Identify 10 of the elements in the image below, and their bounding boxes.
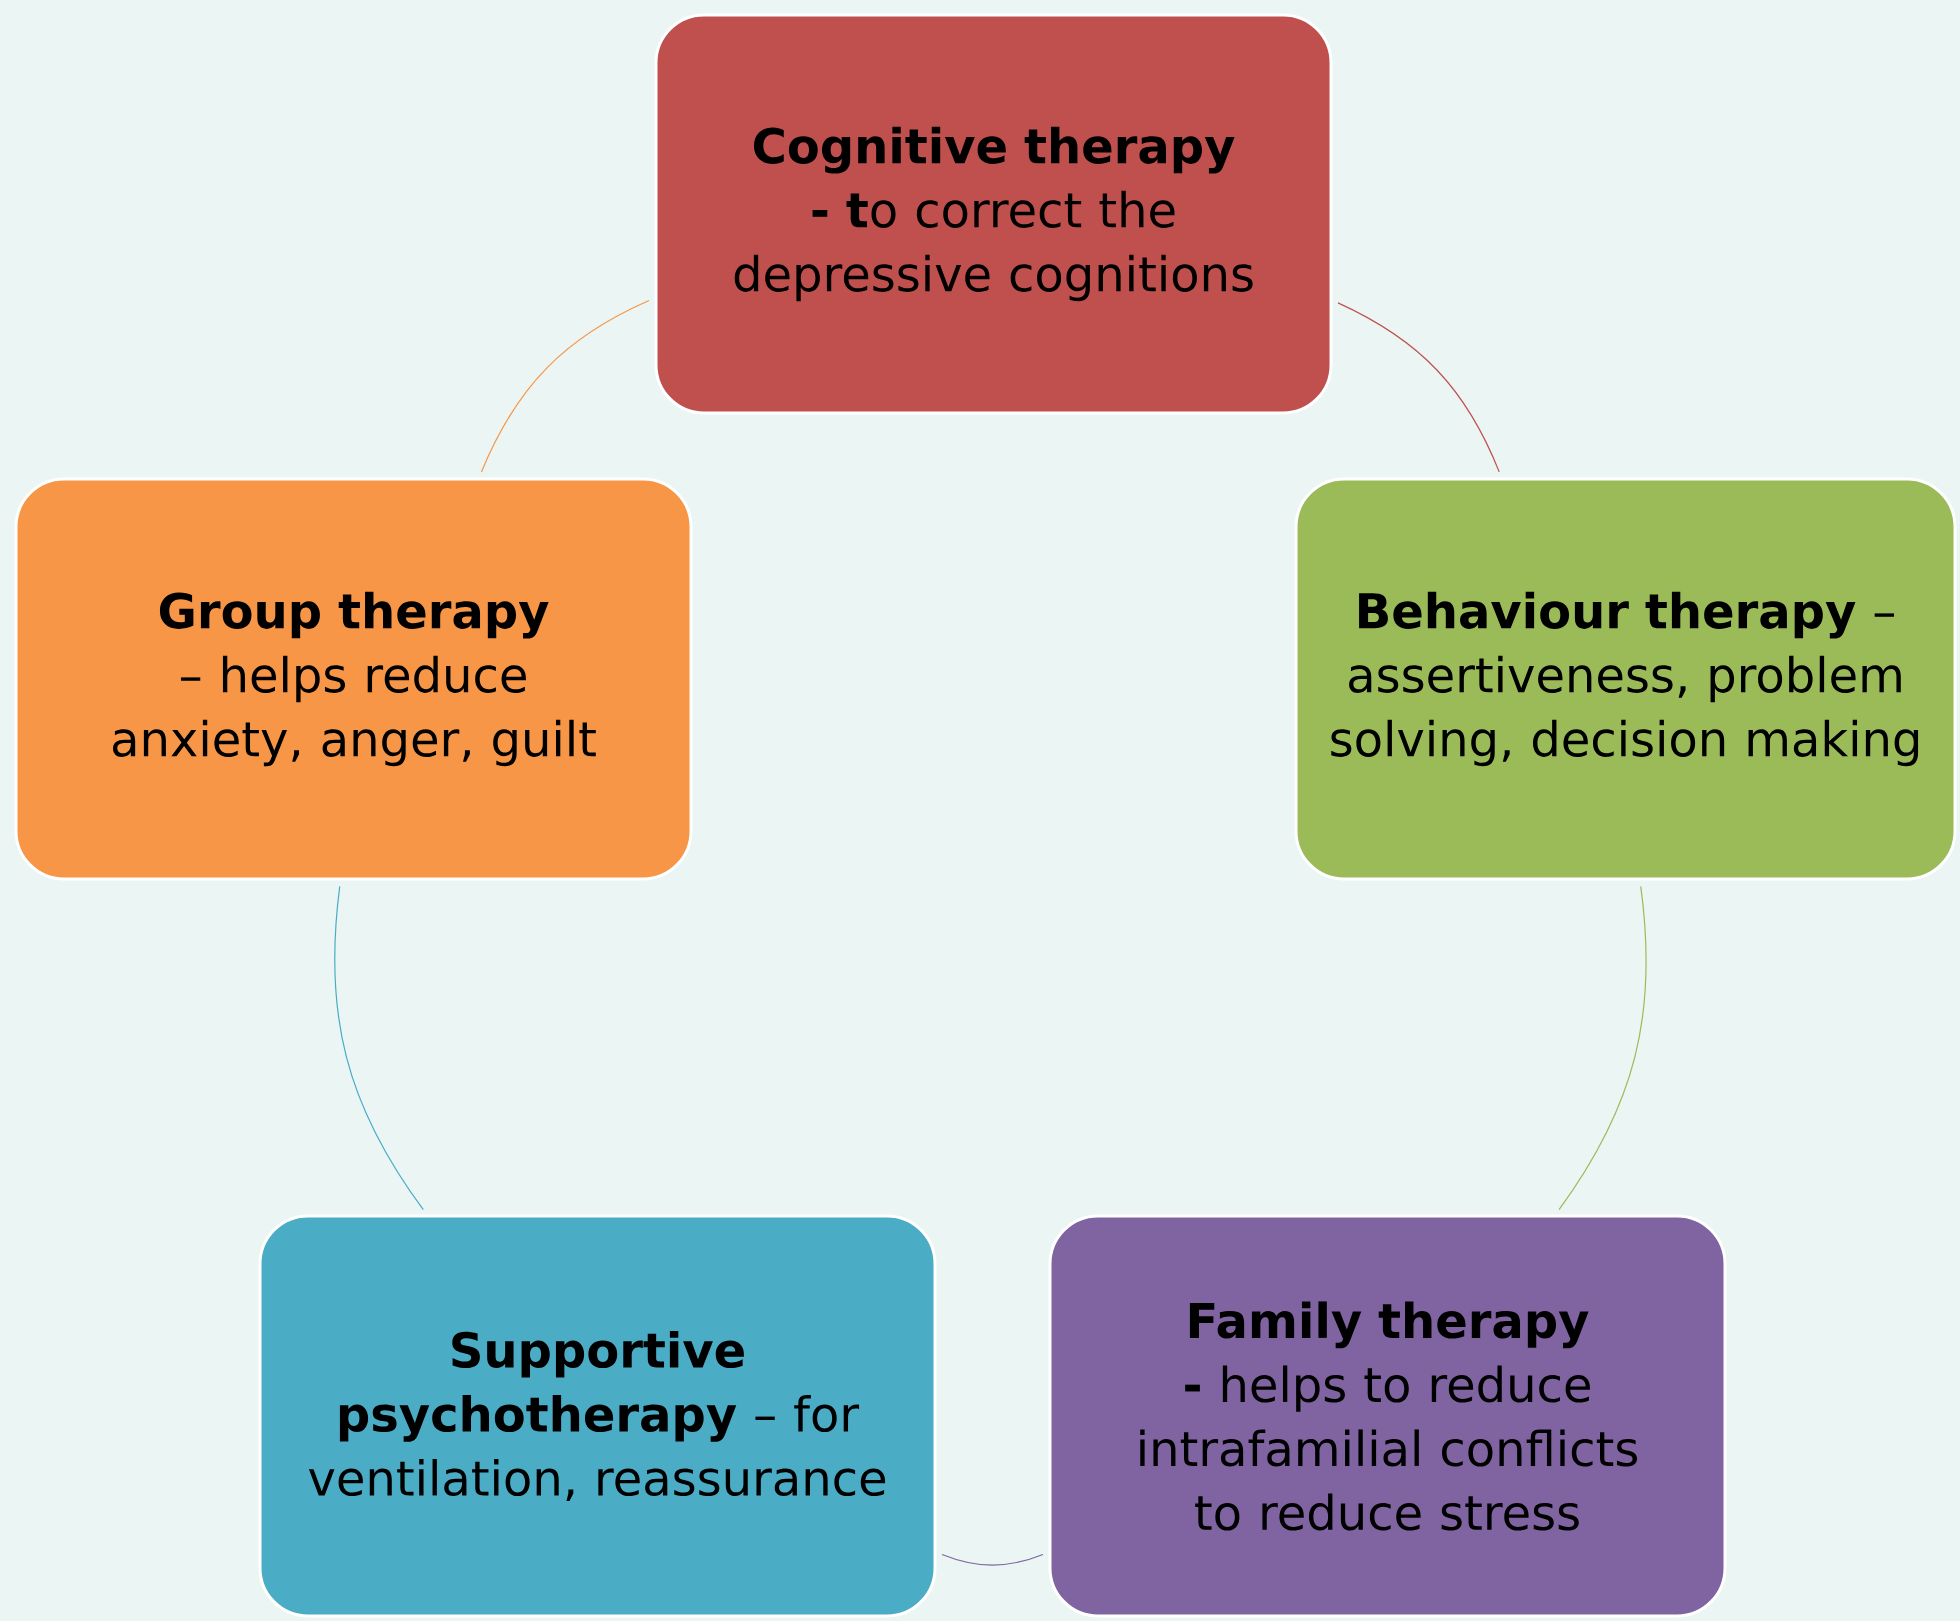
connector-arc	[941, 1553, 1044, 1566]
therapy-box: Behaviour therapy – assertiveness, problem solving, decision making	[1294, 477, 1957, 881]
therapy-box: Supportive psychotherapy – for ventilation, reassurance	[258, 1214, 937, 1618]
connector-arc	[1337, 302, 1500, 473]
therapy-box: Family therapy - helps to reduce intrafamilial conflicts to reduce stress	[1048, 1214, 1727, 1618]
therapy-box: Cognitive therapy - to correct the depressive cognitions	[654, 13, 1333, 415]
therapy-box: Group therapy – helps reduce anxiety, anger, guilt	[14, 477, 693, 881]
connector-arc	[1558, 885, 1647, 1211]
connector-arc	[334, 885, 424, 1211]
connector-arc	[480, 299, 650, 473]
